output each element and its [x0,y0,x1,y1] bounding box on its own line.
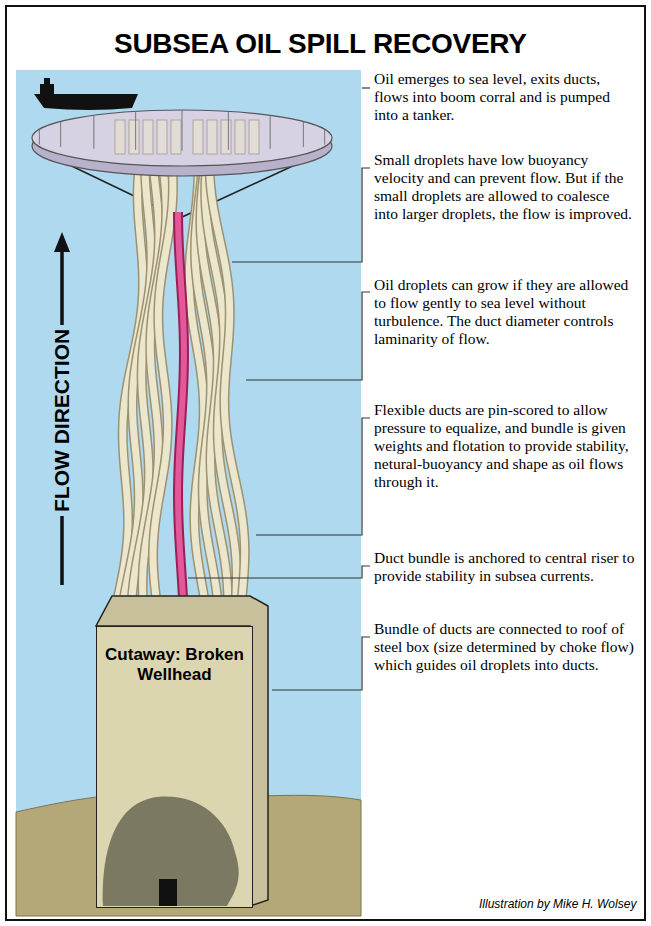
central-riser [178,212,184,596]
duct [209,152,244,596]
leader-line [188,566,370,578]
duct-outlet [193,120,203,154]
corral-seam [60,122,61,147]
wellhead-box: Cutaway: Broken Wellhead [96,626,253,908]
leader-line [246,292,370,380]
leader-line [232,168,370,262]
corral-seam [228,111,229,150]
callout-text: Flexible ducts are pin-scored to allow p… [374,401,636,491]
callout-text: Oil emerges to sea level, exits ducts, f… [374,70,636,124]
flow-label: FLOW DIRECTION [50,324,74,515]
boom-corral [32,110,332,176]
corral-seam [135,111,136,150]
duct-outlet [249,120,259,154]
leader-lines [188,88,370,690]
corral-seam [182,110,183,150]
duct-outlet [171,120,181,154]
leader-line [272,637,370,690]
corral-seam [303,122,304,147]
credit-caption: Illustration by Mike H. Wolsey [479,897,636,911]
leader-line [362,87,370,88]
duct-outlet [157,120,167,154]
duct-bundle [118,152,245,596]
duct-outlet [207,120,217,154]
wellhead-opening [159,879,177,906]
duct [209,152,244,596]
corral-seam [93,115,94,148]
leader-line [256,418,370,535]
oil-plume [103,797,239,906]
callout-text: Bundle of ducts are connected to roof of… [374,620,636,674]
duct-outlet [221,120,231,154]
callout-text: Duct bundle is anchored to central riser… [374,549,636,585]
central-riser [178,212,184,596]
duct-outlet [129,120,139,154]
box-label: Cutaway: Broken Wellhead [97,627,252,685]
sea-water [16,70,361,916]
corral-seam [270,115,271,148]
duct [153,152,173,596]
frame [6,6,645,920]
duct-outlet [115,120,125,154]
duct [153,152,173,596]
duct-outlet [235,120,245,154]
callout-text: Oil droplets can grow if they are allowe… [374,276,636,348]
title: SUBSEA OIL SPILL RECOVERY [114,28,527,60]
seafloor [16,794,361,916]
corral-seam [39,129,40,144]
tanker-ship [34,78,138,110]
corral-seam [324,129,325,144]
duct-outlet [143,120,153,154]
callout-text: Small droplets have low buoyancy velocit… [374,151,636,223]
